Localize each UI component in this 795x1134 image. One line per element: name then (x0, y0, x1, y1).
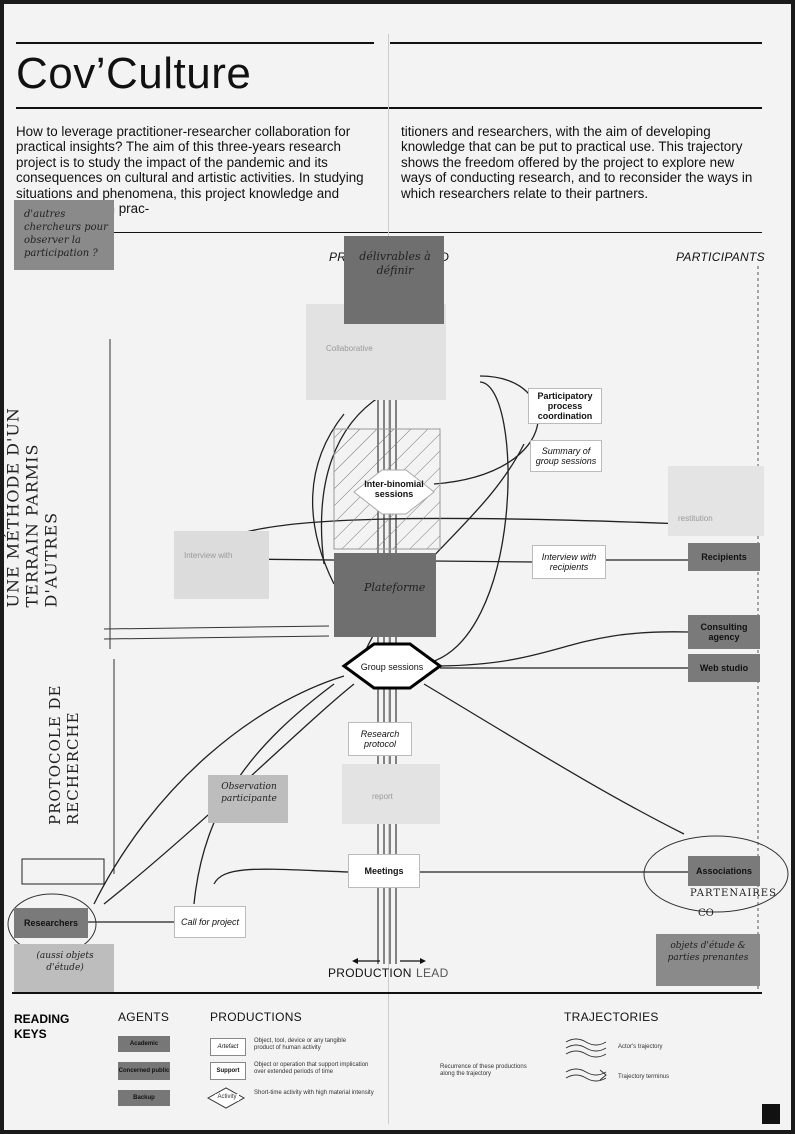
agent-web-studio[interactable]: Web studio (688, 654, 760, 682)
sticky-livrables-text: délivrables à définir (359, 250, 431, 277)
agent-consulting[interactable]: Consulting agency (688, 615, 760, 649)
sticky-objets-recherche: (aussi objets d'étude) (14, 944, 114, 992)
sticky-chercheurs-text: d'autres chercheurs pour observer la par… (24, 209, 108, 259)
group-sessions-diamond (341, 642, 443, 690)
key-actor-trajectory: Actor's trajectory (618, 1044, 663, 1050)
key-swoosh-5 (565, 1074, 607, 1082)
box-meetings[interactable]: Meetings (348, 854, 420, 888)
sticky-observation: Observation participante (208, 775, 288, 823)
box-group-sessions[interactable]: Group sessions (360, 662, 424, 672)
page-title: Cov’Culture (16, 49, 252, 98)
key-support: Support (210, 1062, 246, 1080)
section-rule (16, 232, 762, 233)
sticky-livrables: délivrables à définir (344, 236, 444, 324)
key-terminus: Trajectory terminus (618, 1074, 670, 1080)
sticky-report: report (342, 764, 440, 824)
note-partenaires: PARTENAIRES (690, 888, 777, 899)
sticky-observation-text: Observation participante (221, 782, 277, 804)
key-recurrence: Recurrence of these productions along th… (440, 1064, 527, 1077)
sticky-report-text: report (372, 792, 393, 801)
key-agent-backup: Backup (118, 1090, 170, 1106)
hand-frame (21, 858, 105, 885)
curve-summary (423, 381, 509, 665)
key-artefact-desc: Object, tool, device or any tangible pro… (254, 1038, 347, 1051)
box-interbinomial[interactable]: Inter-binomial sessions (364, 479, 424, 499)
sticky-objets-partenaires-text: objets d'étude & parties prenantes (667, 941, 749, 963)
intro-right: titioners and researchers, with the aim … (401, 124, 753, 201)
sticky-plateforme: Plateforme (334, 553, 436, 637)
note-partenaires-sub: CO (698, 908, 714, 919)
agent-associations[interactable]: Associations (688, 856, 760, 886)
side-label-protocol: PROTOCOLE DE RECHERCHE (46, 684, 82, 825)
sticky-objets-partenaires: objets d'étude & parties prenantes (656, 934, 760, 986)
keys-heading: READING KEYS (14, 1012, 70, 1041)
agent-researchers[interactable]: Researchers (14, 908, 88, 938)
curve-associations (423, 683, 685, 835)
participants-label: PARTICIPANTS (676, 250, 765, 264)
curve-platform (312, 413, 345, 585)
side-label-method: UNE MÉTHODE D'UN TERRAIN PARMIS D'AUTRES (4, 407, 61, 608)
associations-circle (643, 835, 789, 913)
sticky-collaborative-text: Collaborative (326, 344, 373, 353)
sticky-chercheurs: d'autres chercheurs pour observer la par… (14, 200, 114, 270)
key-swoosh-3 (565, 1050, 607, 1058)
axis-lead: LEAD (416, 966, 449, 980)
box-participatory[interactable]: Participatory process coordination (528, 388, 602, 424)
top-rule-right (390, 42, 762, 44)
key-activity-desc: Short-time activity with high material i… (254, 1090, 374, 1096)
key-activity: Activity (215, 1094, 239, 1101)
box-research-protocol[interactable]: Research protocol (348, 722, 412, 756)
box-summary[interactable]: Summary of group sessions (530, 440, 602, 472)
curve-platform2 (320, 393, 385, 565)
corner-mark (762, 1104, 780, 1124)
sticky-plateforme-text: Plateforme (364, 581, 426, 594)
interbinomial-diamond (353, 469, 435, 515)
key-support-desc: Object or operation that support implica… (254, 1062, 369, 1075)
key-swoosh-2 (565, 1044, 607, 1052)
key-agent-academic: Academic (118, 1036, 170, 1052)
poster: Cov’Culture How to leverage practitioner… (4, 4, 791, 1130)
curve-participatory (433, 375, 539, 485)
keys-trajectories-heading: TRAJECTORIES (564, 1010, 659, 1024)
curve-researchers (93, 675, 345, 905)
sticky-objets-recherche-text: (aussi objets d'étude) (36, 951, 94, 973)
title-rule (16, 107, 762, 109)
key-swoosh-1 (565, 1038, 607, 1046)
bracket-mid (103, 625, 330, 630)
keys-productions-heading: PRODUCTIONS (210, 1010, 302, 1024)
sticky-restitution: restitution (668, 466, 764, 536)
sticky-restitution-text: restitution (678, 514, 713, 523)
axis-production: PRODUCTION (328, 966, 412, 980)
sticky-interview-inst-text: Interview with (184, 551, 233, 560)
keys-agents-heading: AGENTS (118, 1010, 170, 1024)
box-call-for-project[interactable]: Call for project (174, 906, 246, 938)
curve-restitution (203, 517, 685, 565)
agent-recipients[interactable]: Recipients (688, 543, 760, 571)
box-interview-recipients[interactable]: Interview with recipients (532, 545, 606, 579)
key-agent-public: Concerned public (118, 1062, 170, 1080)
keys-rule (12, 992, 762, 994)
key-artefact: Artefact (210, 1038, 246, 1056)
key-swoosh-4 (565, 1068, 607, 1076)
arrow-left-head (352, 958, 358, 964)
curve-meetings (213, 868, 350, 885)
key-terminus-arrow (599, 1069, 607, 1081)
curve-consulting (439, 631, 689, 667)
top-rule-left (16, 42, 374, 44)
bracket-mid2 (103, 635, 330, 640)
arrow-right-head (420, 958, 426, 964)
sticky-interview-inst: Interview with (174, 531, 269, 599)
